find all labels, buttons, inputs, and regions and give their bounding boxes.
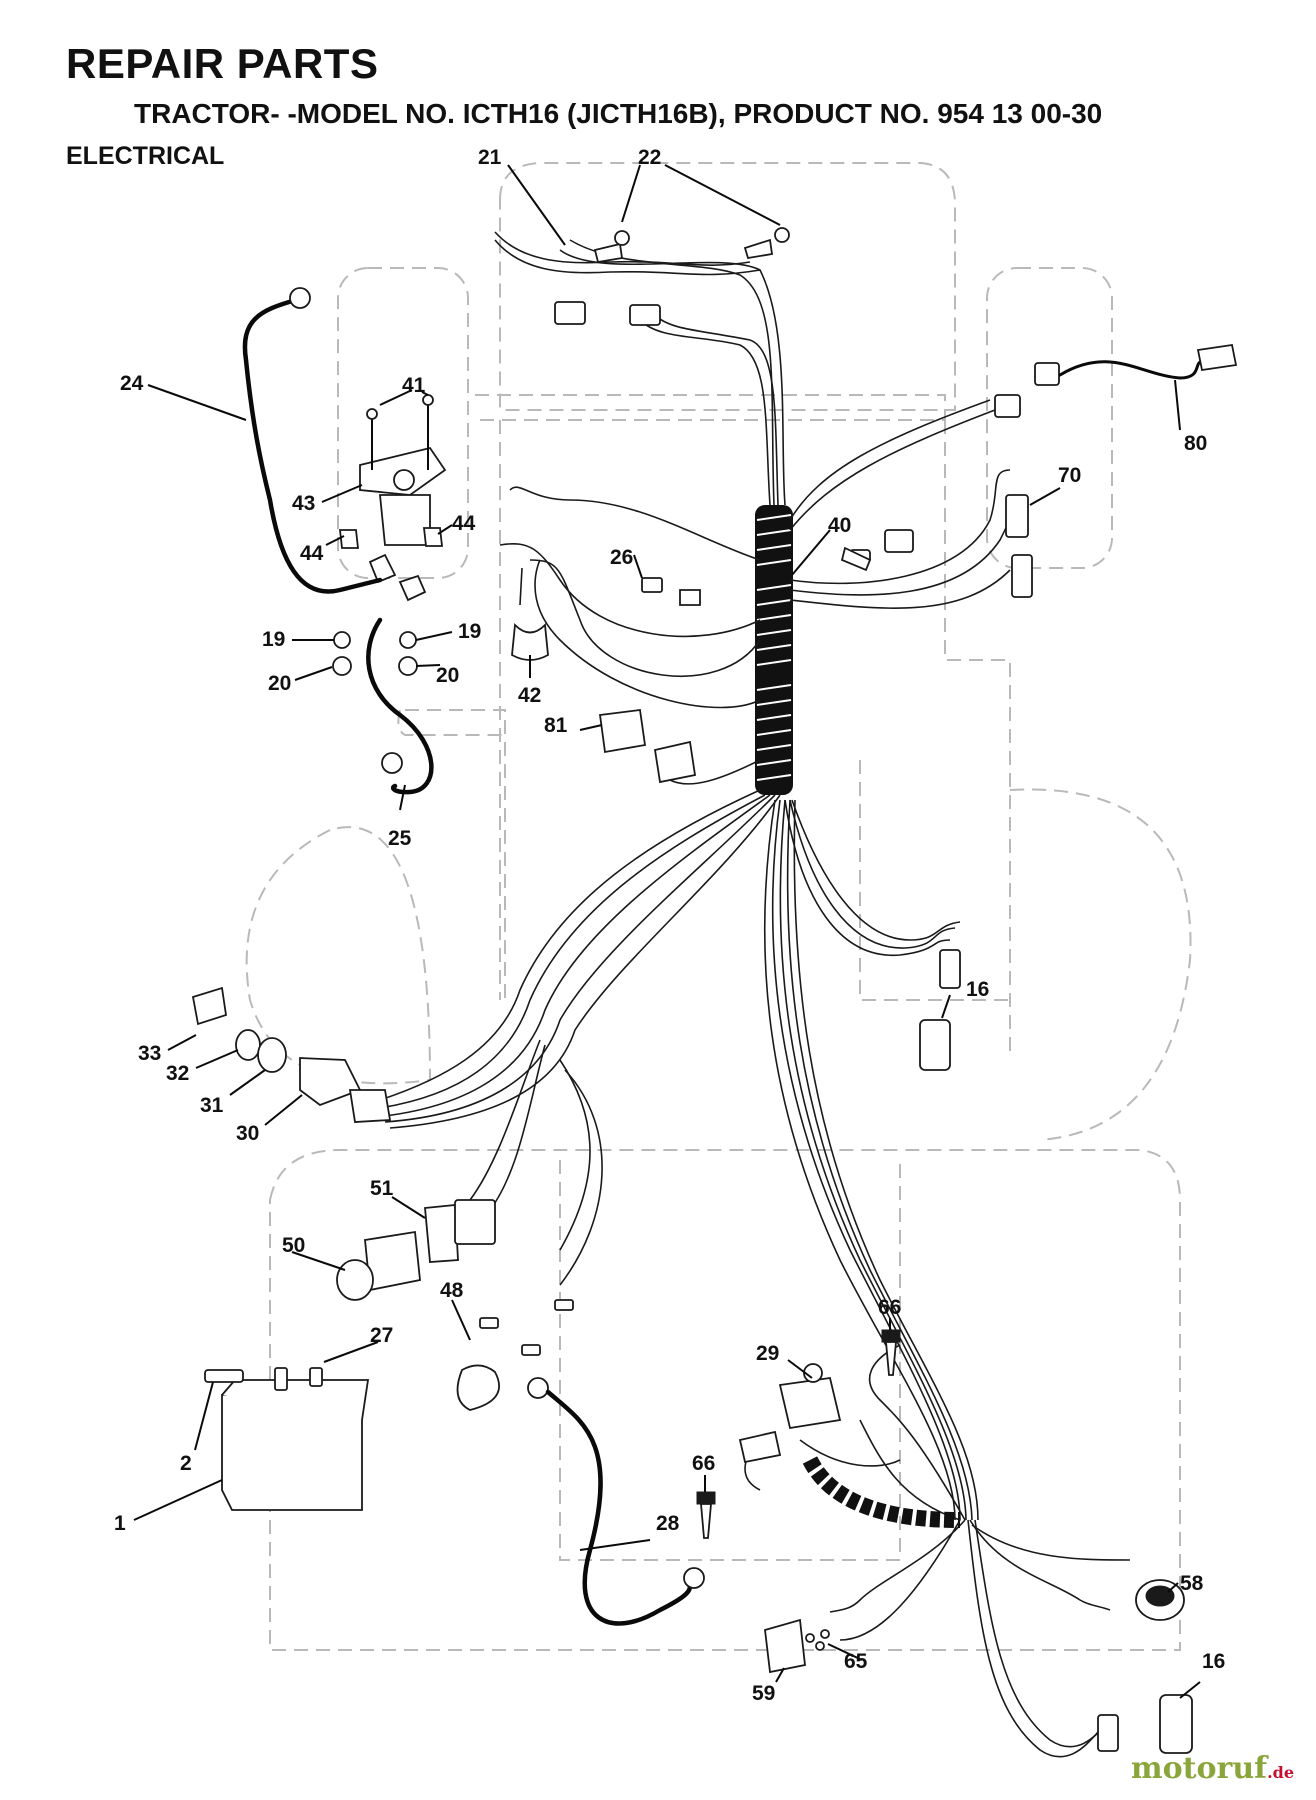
label-29: 29	[756, 1342, 779, 1365]
label-27: 27	[370, 1324, 393, 1347]
label-30: 30	[236, 1122, 259, 1145]
label-22: 22	[638, 146, 661, 169]
label-51: 51	[370, 1177, 394, 1200]
label-31: 31	[200, 1094, 224, 1117]
label-16a: 16	[966, 978, 989, 1001]
connector-70	[840, 494, 1033, 598]
label-16b: 16	[1202, 1650, 1225, 1673]
label-48: 48	[440, 1279, 464, 1302]
terminals-48	[456, 1299, 574, 1411]
part-numbers: 21 22 24 41 43 44 44 19 19 20 20 25 26 4…	[114, 146, 1225, 1705]
label-33: 33	[138, 1042, 161, 1065]
page-title: REPAIR PARTS	[66, 40, 379, 87]
battery	[204, 1367, 370, 1511]
label-20b: 20	[436, 664, 459, 687]
sensor-29	[738, 1363, 842, 1464]
pto-switch	[336, 1199, 496, 1301]
label-21: 21	[478, 146, 502, 169]
page-subtitle: TRACTOR- -MODEL NO. ICTH16 (JICTH16B), P…	[134, 98, 1103, 129]
starter-solenoid	[332, 394, 447, 676]
leader-lines	[133, 164, 1201, 1699]
label-42: 42	[518, 684, 541, 707]
wiring-harness	[379, 239, 1131, 1758]
label-20a: 20	[268, 672, 291, 695]
battery-cable-28	[527, 1377, 705, 1626]
headlight-harness	[494, 227, 790, 326]
switch-59	[764, 1618, 830, 1674]
seat-switch-upper	[919, 949, 961, 1071]
bolt-66-upper	[881, 1329, 901, 1376]
label-44a: 44	[300, 542, 324, 565]
label-40: 40	[828, 514, 851, 537]
section-heading: ELECTRICAL	[66, 142, 225, 170]
label-2: 2	[180, 1452, 192, 1475]
fuse-26	[641, 577, 701, 606]
ignition-switch	[191, 986, 392, 1123]
label-65: 65	[844, 1650, 868, 1673]
label-43: 43	[292, 492, 315, 515]
watermark-brand: motoruf	[1130, 1751, 1268, 1786]
label-66a: 66	[878, 1296, 901, 1319]
label-44b: 44	[452, 512, 476, 535]
label-19a: 19	[262, 628, 285, 651]
label-28: 28	[656, 1512, 680, 1535]
watermark: motoruf.de	[1131, 1751, 1294, 1786]
battery-cable-24	[242, 287, 383, 594]
label-66b: 66	[692, 1452, 715, 1475]
label-41: 41	[402, 374, 426, 397]
watermark-tld: .de	[1267, 1763, 1294, 1782]
label-58: 58	[1180, 1572, 1204, 1595]
label-50: 50	[282, 1234, 305, 1257]
label-70: 70	[1058, 464, 1081, 487]
label-81: 81	[544, 714, 568, 737]
seat-switch-lower	[1097, 1694, 1193, 1754]
bolt-66-lower	[696, 1491, 716, 1539]
label-1: 1	[114, 1512, 126, 1535]
label-26: 26	[610, 546, 633, 569]
clamp-42	[511, 567, 549, 661]
ground-cable-25	[366, 617, 434, 795]
relay-81	[598, 708, 697, 784]
label-80: 80	[1184, 432, 1207, 455]
label-32: 32	[166, 1062, 189, 1085]
label-19b: 19	[458, 620, 481, 643]
label-59: 59	[752, 1682, 775, 1705]
connector-80	[994, 343, 1238, 418]
hour-meter-58	[1135, 1579, 1185, 1621]
label-24: 24	[120, 372, 144, 395]
tractor-outline	[245, 162, 1192, 1651]
label-25: 25	[388, 827, 412, 850]
